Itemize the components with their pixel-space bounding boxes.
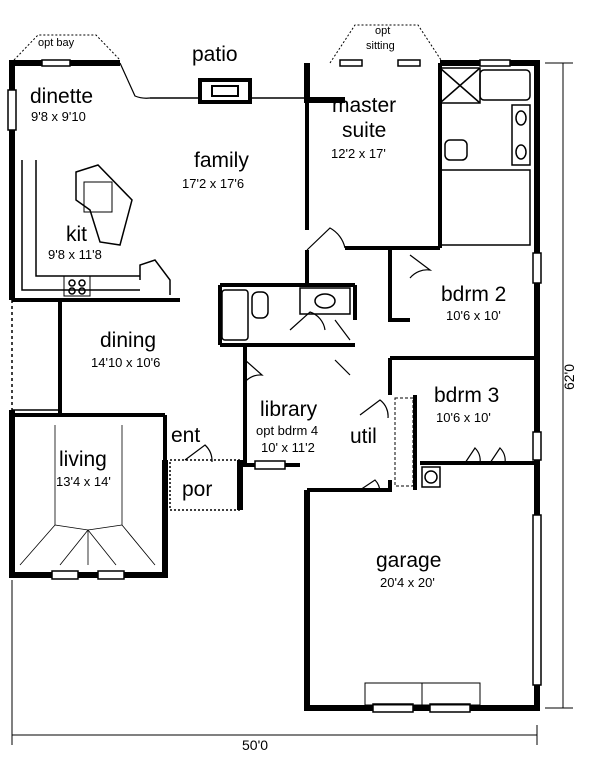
dinette-size: 9'8 x 9'10 <box>31 109 86 124</box>
bdrm2-label: bdrm 2 <box>441 283 507 306</box>
garage-size: 20'4 x 20' <box>380 575 435 590</box>
master-size: 12'2 x 17' <box>331 146 386 161</box>
family-size: 17'2 x 17'6 <box>182 176 245 191</box>
bdrm2-size: 10'6 x 10' <box>446 308 501 323</box>
kit-label: kit <box>66 223 87 246</box>
living-vault <box>19 425 156 566</box>
fireplace <box>198 78 252 104</box>
bdrm3-size: 10'6 x 10' <box>436 410 491 425</box>
garage-label: garage <box>376 549 442 572</box>
kitchen <box>21 160 171 297</box>
hall-bath <box>221 287 351 341</box>
doors <box>119 62 506 493</box>
opt-sitting-label-2: sitting <box>366 40 395 52</box>
opt-sitting <box>329 24 444 64</box>
water-heater <box>421 466 441 488</box>
dimension-lines <box>11 62 573 745</box>
patio-label: patio <box>192 43 238 66</box>
depth-dimension: 62'0 <box>561 363 578 391</box>
interior-walls <box>12 63 537 492</box>
garage-door <box>364 682 481 706</box>
library-size: 10' x 11'2 <box>261 440 315 455</box>
util-shelves <box>394 397 414 487</box>
library-label: library <box>260 398 318 421</box>
living-size: 13'4 x 14' <box>56 474 111 489</box>
library-alt: opt bdrm 4 <box>256 423 319 438</box>
dining-size: 14'10 x 10'6 <box>91 355 161 370</box>
living-label: living <box>59 448 107 471</box>
opt-sitting-label-1: opt <box>375 25 391 37</box>
kit-size: 9'8 x 11'8 <box>48 247 102 262</box>
por-label: por <box>182 478 213 501</box>
util-label: util <box>350 425 377 448</box>
width-dimension: 50'0 <box>242 737 269 753</box>
windows <box>7 59 542 713</box>
family-label: family <box>194 149 249 172</box>
opt-bay <box>13 34 121 61</box>
ent-label: ent <box>171 424 201 447</box>
bdrm3-label: bdrm 3 <box>434 384 500 407</box>
master-bath <box>439 67 531 246</box>
master-label: master <box>332 94 397 117</box>
dining-label: dining <box>100 329 157 352</box>
suite-label: suite <box>342 119 387 142</box>
opt-bay-label: opt bay <box>38 37 75 49</box>
dinette-label: dinette <box>30 85 94 108</box>
